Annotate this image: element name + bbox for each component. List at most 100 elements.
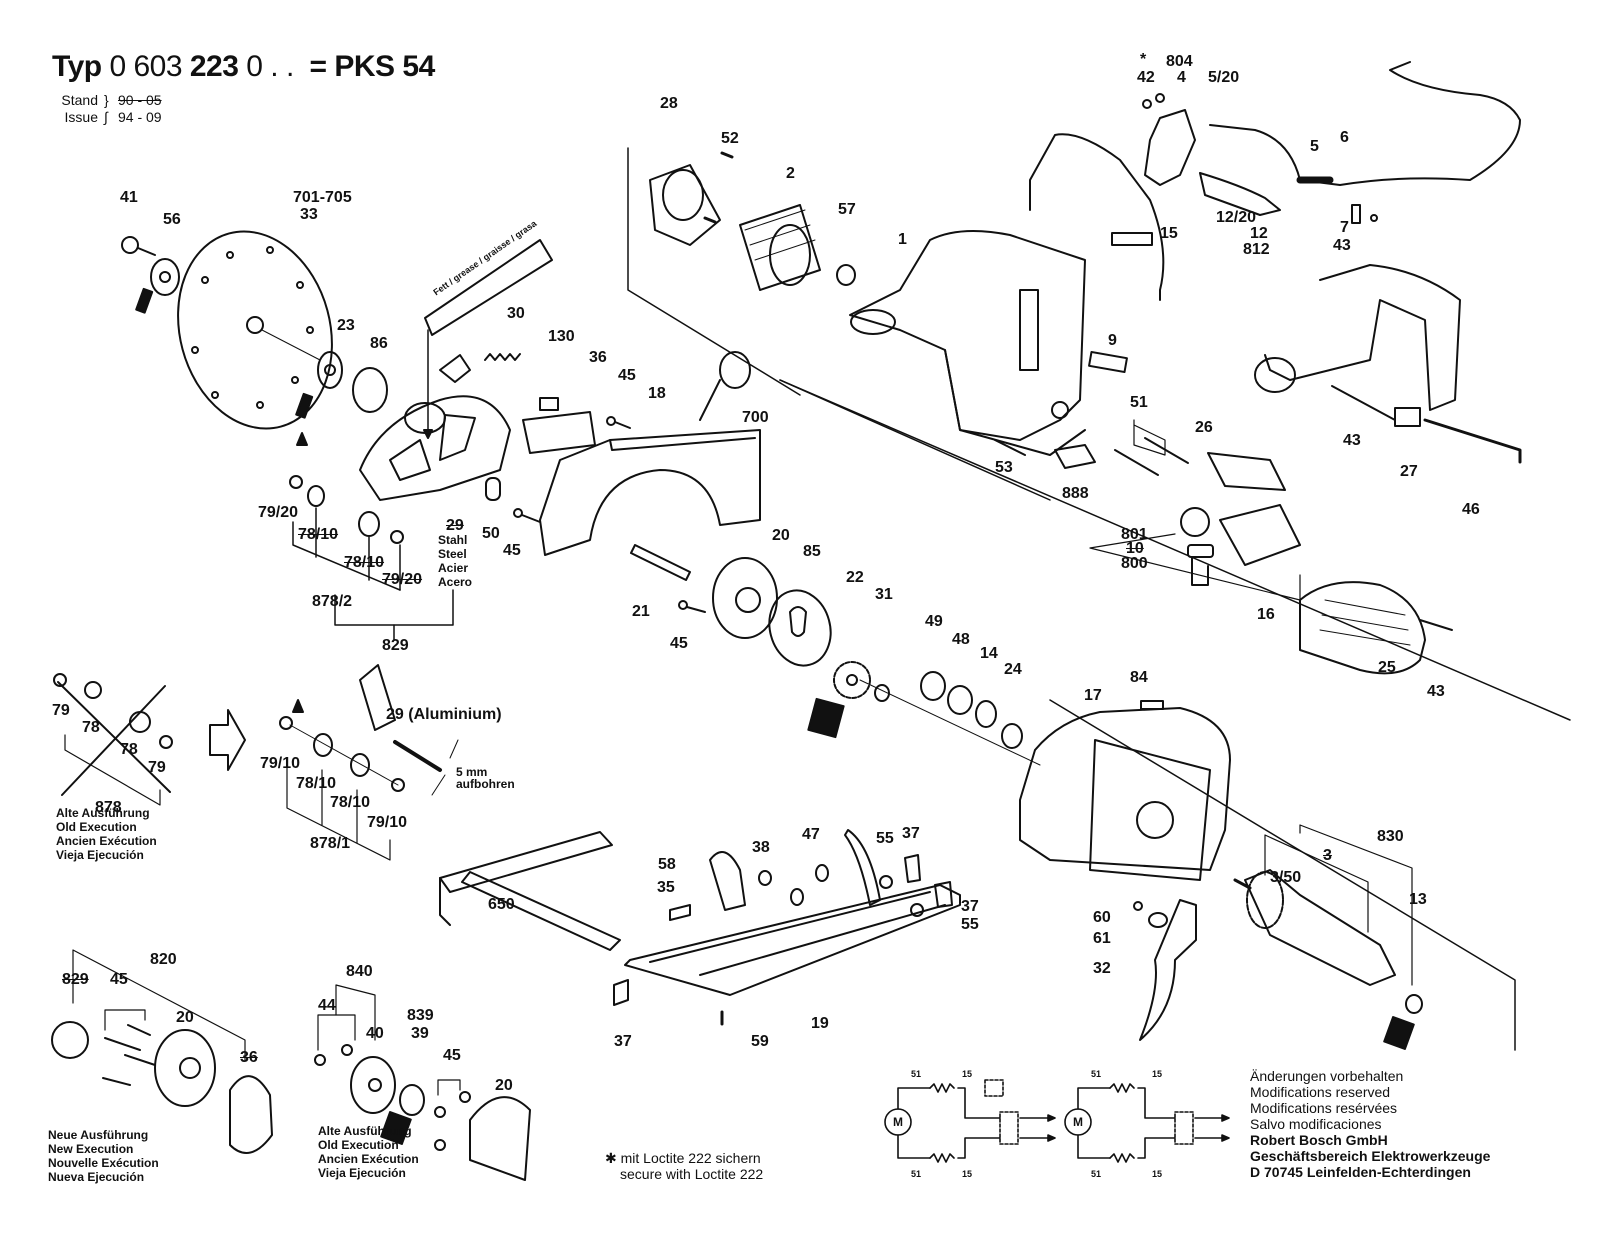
part-label: 39 <box>411 1025 429 1042</box>
bracket-lines <box>335 984 376 1041</box>
old-execution-caption: Alte Ausführung Old Execution Ancien Exé… <box>56 806 157 862</box>
grease-tube-icon <box>423 239 553 439</box>
part-label: 829 <box>62 971 89 988</box>
material-line: Steel <box>438 547 467 561</box>
bracket-lines <box>1133 419 1166 456</box>
part-label: 79/20 <box>382 571 423 588</box>
caption-line: Ancien Exécution <box>56 834 157 848</box>
part-label: 820 <box>150 951 177 968</box>
part-label: 50 <box>482 525 500 542</box>
terminal-label: 15 <box>1152 1069 1163 1079</box>
loctite-note-de: ✱ mit Loctite 222 sichern <box>605 1150 761 1166</box>
part-label: 19 <box>811 1015 829 1032</box>
equals-sign: = <box>309 50 327 83</box>
part-label: 21 <box>632 603 650 620</box>
part-label: 86 <box>370 335 388 352</box>
washer-icon <box>1148 912 1168 928</box>
part-label: 60 <box>1093 909 1111 926</box>
wiring-schematic-left <box>884 1079 1056 1163</box>
part-label: 16 <box>1257 606 1275 623</box>
model-name: PKS 54 <box>334 50 435 83</box>
knob-icon <box>613 854 953 1026</box>
gear-icon <box>807 661 871 739</box>
part-label: 888 <box>1062 485 1089 502</box>
motor-symbol: M <box>1073 1115 1083 1129</box>
part-label: 79/20 <box>258 504 299 521</box>
part-label: 43 <box>1333 237 1351 254</box>
part-label: 51 <box>1130 394 1148 411</box>
part-label: 26 <box>1195 419 1213 436</box>
terminal-label: 15 <box>962 1169 973 1179</box>
stand-label: Stand <box>61 92 98 108</box>
material-line: Acier <box>438 561 469 575</box>
part-label: 42 <box>1137 69 1155 86</box>
caption-line: Vieja Ejecución <box>318 1166 406 1180</box>
part-label: 48 <box>952 631 970 648</box>
part-label: 3/50 <box>1270 869 1302 886</box>
part-label: 47 <box>802 826 820 843</box>
part-label: 78/10 <box>344 554 385 571</box>
footer-line: Modifications reserved <box>1250 1084 1391 1100</box>
part-label: 55 <box>876 830 894 847</box>
screw-set-icon <box>289 432 404 544</box>
brace-icon: ∫ <box>104 109 108 125</box>
part-label: 52 <box>721 130 739 147</box>
parallel-guide-icon <box>439 831 621 951</box>
part-label: 45 <box>618 367 636 384</box>
part-label: 9 <box>1108 332 1117 349</box>
caption-line: Ancien Exécution <box>318 1152 419 1166</box>
terminal-label: 15 <box>962 1069 973 1079</box>
depth-scale-icon <box>844 829 881 906</box>
part-label: 840 <box>346 963 373 980</box>
part-label: 812 <box>1243 241 1270 258</box>
label-icon <box>1054 444 1096 469</box>
spring-icon <box>484 353 521 361</box>
part-label: 44 <box>318 997 336 1014</box>
part-label: 49 <box>925 613 943 630</box>
part-label: 45 <box>503 542 521 559</box>
armature-icon <box>1233 869 1423 1050</box>
part-label: 878/1 <box>310 835 351 852</box>
part-label: 37 <box>902 825 920 842</box>
motor-housing-icon <box>849 230 1086 456</box>
bolt-icon <box>121 236 180 314</box>
caption-line: Alte Ausführung <box>318 1124 412 1138</box>
loctite-note-en: secure with Loctite 222 <box>620 1166 764 1182</box>
part-label: 801 <box>1121 526 1148 543</box>
gear-housing-icon <box>1019 700 1231 881</box>
type-number-a: 0 603 <box>109 50 183 83</box>
new-execution-caption: Neue Ausführung New Execution Nouvelle E… <box>48 1128 159 1184</box>
part-label: 78/10 <box>330 794 371 811</box>
part-label: 38 <box>752 839 770 856</box>
part-label: 13 <box>1409 891 1427 908</box>
knob-icon <box>485 477 501 501</box>
part-label: 57 <box>838 201 856 218</box>
issue-value: 94 - 09 <box>118 109 162 125</box>
caption-line: Old Execution <box>318 1138 399 1152</box>
stator-icon <box>649 151 856 291</box>
screw-set-icon <box>279 699 405 792</box>
part-label: 650 <box>488 896 515 913</box>
drill-bit-icon <box>359 664 459 796</box>
assembly-boundary-lines <box>627 147 1571 1051</box>
part-label: 79 <box>52 702 70 719</box>
part-label: 18 <box>648 385 666 402</box>
part-label: 79/10 <box>367 814 408 831</box>
bracket-lines <box>437 1079 461 1096</box>
part-label: 45 <box>443 1047 461 1064</box>
part-label: 130 <box>548 328 575 345</box>
caption-line: New Execution <box>48 1142 134 1156</box>
part-label: 12 <box>1250 225 1268 242</box>
part-label: 7 <box>1340 219 1349 236</box>
part-label: 56 <box>163 211 181 228</box>
wire-harness-icon <box>1029 133 1165 301</box>
part-label: 35 <box>657 879 675 896</box>
part-label: 37 <box>614 1033 632 1050</box>
revision-block: Stand } 90 - 05 Issue ∫ 94 - 09 <box>54 92 162 126</box>
part-label: 2 <box>786 165 795 182</box>
part-label: 29 <box>446 517 464 534</box>
sticker-icon <box>1088 350 1128 374</box>
bracket-lines <box>104 1009 146 1031</box>
